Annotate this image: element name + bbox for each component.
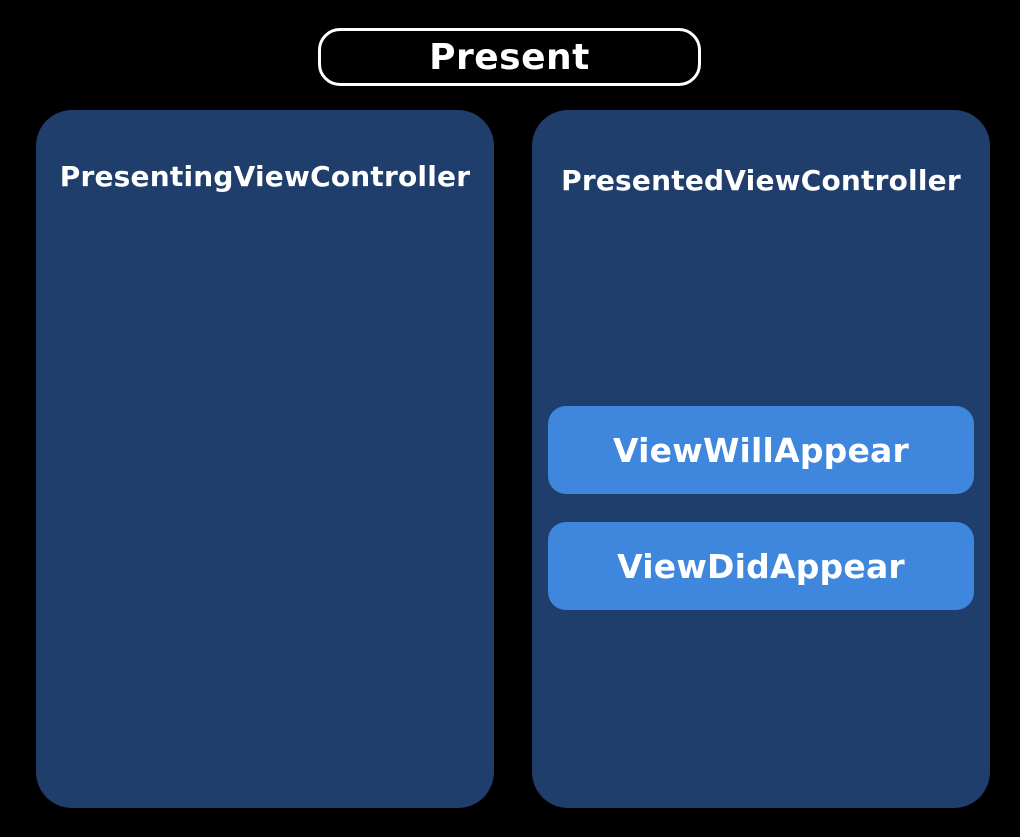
- view-did-appear-event: ViewDidAppear: [548, 522, 974, 610]
- presenting-panel-title: PresentingViewController: [59, 160, 471, 193]
- view-did-appear-label: ViewDidAppear: [617, 546, 905, 586]
- present-button-label: Present: [429, 36, 590, 78]
- presented-panel-title: PresentedViewController: [561, 164, 961, 197]
- view-will-appear-event: ViewWillAppear: [548, 406, 974, 494]
- view-will-appear-label: ViewWillAppear: [613, 430, 909, 470]
- presenting-view-controller-panel: PresentingViewController: [36, 110, 494, 808]
- presented-view-controller-panel: PresentedViewController ViewWillAppear V…: [532, 110, 990, 808]
- present-button[interactable]: Present: [318, 28, 701, 86]
